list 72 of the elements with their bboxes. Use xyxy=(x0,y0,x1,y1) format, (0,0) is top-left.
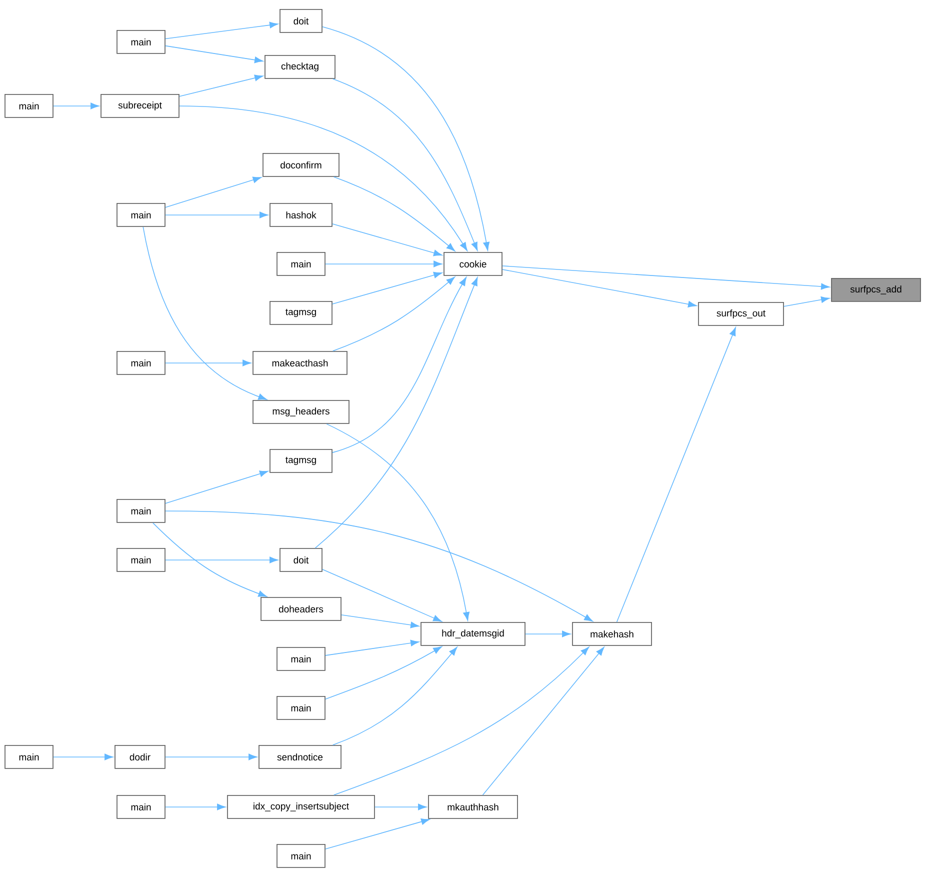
arrow xyxy=(784,296,830,307)
arrow xyxy=(53,754,114,760)
arrow xyxy=(341,614,420,628)
arrow xyxy=(525,630,571,638)
arrow xyxy=(165,510,593,622)
arrow xyxy=(333,646,590,796)
arrow xyxy=(152,522,267,597)
function-box: main xyxy=(116,351,166,375)
function-box: mkauthhash xyxy=(428,795,518,819)
arrow xyxy=(325,818,430,850)
arrow xyxy=(482,646,604,796)
function-box: main xyxy=(4,94,54,118)
arrow xyxy=(165,754,258,760)
function-box: main xyxy=(116,203,166,227)
function-box: main xyxy=(116,30,166,54)
function-box: subreceipt xyxy=(100,94,180,118)
arrow xyxy=(325,646,442,700)
function-box: tagmsg xyxy=(270,301,332,325)
function-box: msg_headers xyxy=(252,400,350,424)
function-box: main xyxy=(276,647,326,671)
function-box: makeacthash xyxy=(252,351,348,375)
arrow xyxy=(165,360,252,366)
arrow xyxy=(322,26,490,251)
arrow xyxy=(325,640,420,656)
function-box: main xyxy=(116,795,166,819)
function-box: hashok xyxy=(270,203,332,227)
function-box: doit xyxy=(280,9,322,33)
function-box: main xyxy=(4,745,54,769)
arrow xyxy=(333,176,456,252)
function-box: main xyxy=(276,252,326,276)
arrow xyxy=(314,277,478,548)
arrow xyxy=(322,568,442,622)
function-box: doit xyxy=(280,548,322,572)
function-box: doconfirm xyxy=(262,153,340,177)
function-box: surfpcs_add xyxy=(831,278,921,302)
arrow xyxy=(53,102,100,110)
arrow xyxy=(142,226,267,400)
arrow xyxy=(179,106,468,251)
function-box: main xyxy=(116,548,166,572)
arrow xyxy=(332,272,442,304)
function-box: dodir xyxy=(114,745,166,769)
function-box: sendnotice xyxy=(258,745,342,769)
arrow xyxy=(165,804,226,810)
function-box: surfpcs_out xyxy=(698,302,784,326)
function-box: makehash xyxy=(572,622,652,646)
function-box: tagmsg xyxy=(270,449,332,473)
arrow xyxy=(325,260,442,268)
arrow xyxy=(326,424,470,621)
arrow xyxy=(165,212,268,218)
function-box: doheaders xyxy=(260,597,342,621)
arrow xyxy=(165,45,264,64)
arrow xyxy=(332,78,478,251)
function-box: main xyxy=(276,696,326,720)
arrow xyxy=(179,74,264,97)
arrow xyxy=(502,265,830,290)
arrow xyxy=(332,277,467,453)
function-box: idx_copy_insertsubject xyxy=(227,795,375,819)
arrow xyxy=(165,176,262,208)
arrow xyxy=(332,224,442,256)
arrow xyxy=(616,327,736,622)
function-box: checktag xyxy=(264,55,336,79)
function-box: hdr_datemsgid xyxy=(420,622,526,646)
arrow xyxy=(165,470,268,504)
arrow xyxy=(165,556,278,564)
arrow xyxy=(332,276,456,352)
arrow xyxy=(374,804,427,810)
function-box: main xyxy=(276,844,326,868)
arrow xyxy=(332,646,458,746)
arrow xyxy=(165,22,278,40)
arrow xyxy=(502,269,697,308)
function-box: cookie xyxy=(444,252,502,276)
function-box: main xyxy=(116,499,166,523)
